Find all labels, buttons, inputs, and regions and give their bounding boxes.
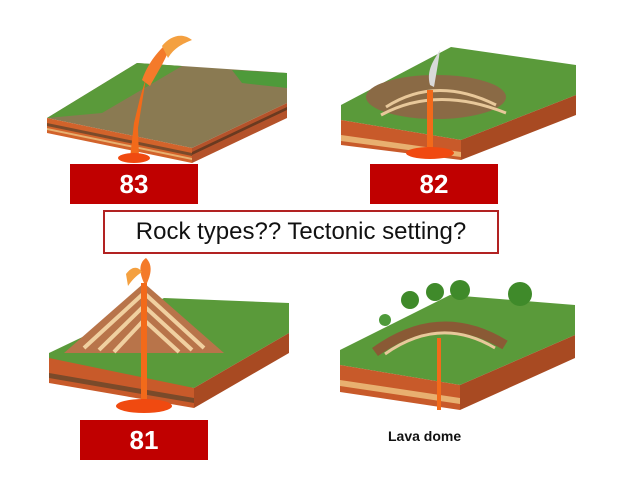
lava-dome-illustration xyxy=(335,280,580,420)
sample-label-83: 83 xyxy=(70,164,198,204)
shield-volcano-illustration xyxy=(336,35,581,165)
question-box: Rock types?? Tectonic setting? xyxy=(103,210,499,254)
sample-label-82: 82 xyxy=(370,164,498,204)
lava-dome-caption: Lava dome xyxy=(388,428,462,444)
fissure-eruption-illustration xyxy=(42,28,292,163)
sample-label-81: 81 xyxy=(80,420,208,460)
stratovolcano-illustration xyxy=(44,258,294,418)
